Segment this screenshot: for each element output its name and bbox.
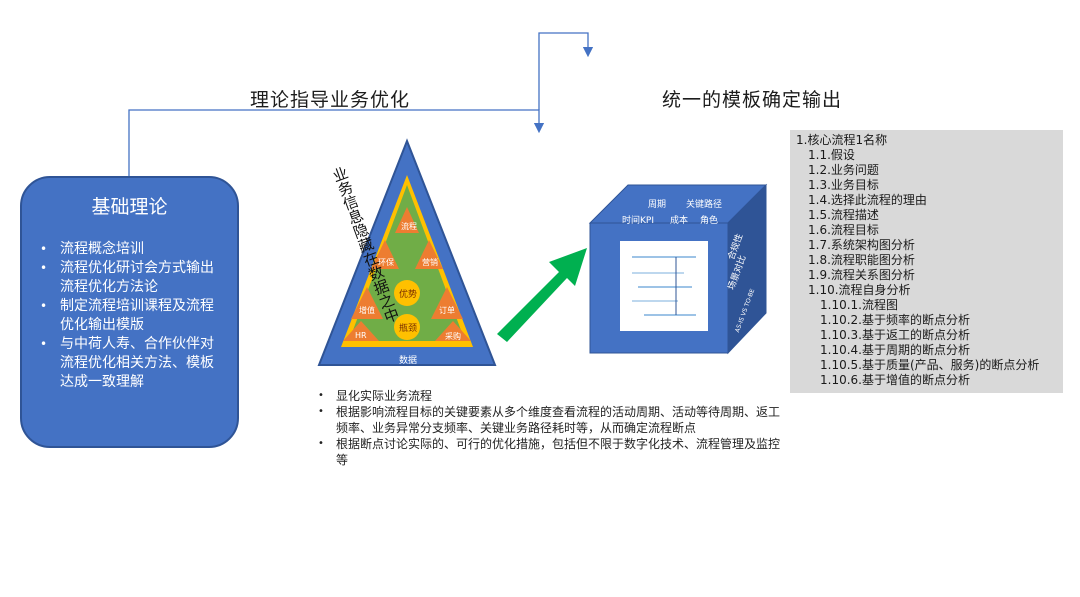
process-mining-arrow — [495, 240, 595, 350]
pyramid-segment-label: 流程 — [401, 222, 417, 231]
outline-item: 1.10.4.基于周期的断点分析 — [820, 343, 970, 357]
template-output-heading: 统一的模板确定输出 — [662, 89, 843, 111]
outline-item: 1.10.2.基于频率的断点分析 — [820, 313, 970, 327]
cube-top-label: 角色 — [700, 216, 719, 226]
pyramid-segment-label: 营销 — [422, 258, 438, 267]
cube-top-label: 周期 — [648, 200, 667, 210]
pyramid-bottom-label: 数据 — [399, 356, 418, 366]
output-connector — [538, 32, 594, 110]
data-pyramid: 流程 环保 营销 增值 订单 HR 采购 优势 瓶颈 数据 — [315, 135, 500, 371]
pyramid-center-label: 瓶颈 — [399, 324, 418, 334]
outline-item: 1.3.业务目标 — [808, 178, 879, 192]
theory-item: 与中荷人寿、合作伙伴对流程优化相关方法、模板达成一致理解 — [38, 335, 227, 392]
outline-item: 1.10.5.基于质量(产品、服务)的断点分析 — [820, 358, 1040, 372]
outline-item: 1.核心流程1名称 — [796, 133, 888, 147]
outline-item: 1.10.1.流程图 — [820, 298, 898, 312]
theory-item: 流程优化研讨会方式输出流程优化方法论 — [38, 259, 227, 297]
theory-item: 流程概念培训 — [38, 240, 227, 259]
outline-item: 1.5.流程描述 — [808, 208, 879, 222]
analysis-bullet: 根据影响流程目标的关键要素从多个维度查看流程的活动周期、活动等待周期、返工频率、… — [316, 404, 784, 436]
outline-item: 1.6.流程目标 — [808, 223, 879, 237]
pyramid-segment-label: 订单 — [439, 306, 455, 315]
outline-item: 1.10.3.基于返工的断点分析 — [820, 328, 970, 342]
outline-item: 1.4.选择此流程的理由 — [808, 193, 927, 207]
theory-connector — [128, 109, 545, 176]
outline-item: 1.7.系统架构图分析 — [808, 238, 915, 252]
theory-title: 基础理论 — [91, 196, 168, 218]
outline-item: 1.10.流程自身分析 — [808, 283, 911, 297]
analysis-bullet: 显化实际业务流程 — [316, 388, 784, 404]
outline-item: 1.2.业务问题 — [808, 163, 879, 177]
cube-top-label: 成本 — [670, 216, 689, 226]
analysis-bullet: 根据断点讨论实际的、可行的优化措施，包括但不限于数字化技术、流程管理及监控等 — [316, 436, 784, 468]
cube-top-label: 时间KPI — [622, 216, 654, 226]
pyramid-segment-label: HR — [355, 331, 367, 340]
theory-list: 流程概念培训 流程优化研讨会方式输出流程优化方法论 制定流程培训课程及流程优化输… — [38, 240, 227, 392]
theory-box: 基础理论 流程概念培训 流程优化研讨会方式输出流程优化方法论 制定流程培训课程及… — [20, 176, 239, 448]
pyramid-segment-label: 采购 — [445, 332, 461, 341]
outline-item: 1.1.假设 — [808, 148, 855, 162]
pyramid-segment-label: 环保 — [378, 258, 394, 267]
outline-item: 1.8.流程职能图分析 — [808, 253, 915, 267]
theory-guide-heading: 理论指导业务优化 — [250, 89, 411, 111]
analysis-cube: 周期 关键路径 时间KPI 成本 角色 合规性 场景对比 AS-IS VS TO… — [588, 183, 768, 355]
pyramid-center-label: 优势 — [399, 290, 418, 300]
theory-item: 制定流程培训课程及流程优化输出模版 — [38, 297, 227, 335]
outline-item: 1.10.6.基于增值的断点分析 — [820, 373, 970, 387]
outline-item: 1.9.流程关系图分析 — [808, 268, 915, 282]
pyramid-segment-label: 增值 — [359, 306, 375, 315]
cube-top-label: 关键路径 — [686, 200, 723, 210]
template-outline-box: 1.核心流程1名称 1.1.假设 1.2.业务问题 1.3.业务目标 1.4.选… — [790, 130, 1063, 393]
analysis-bullet-list: 显化实际业务流程 根据影响流程目标的关键要素从多个维度查看流程的活动周期、活动等… — [316, 388, 784, 468]
